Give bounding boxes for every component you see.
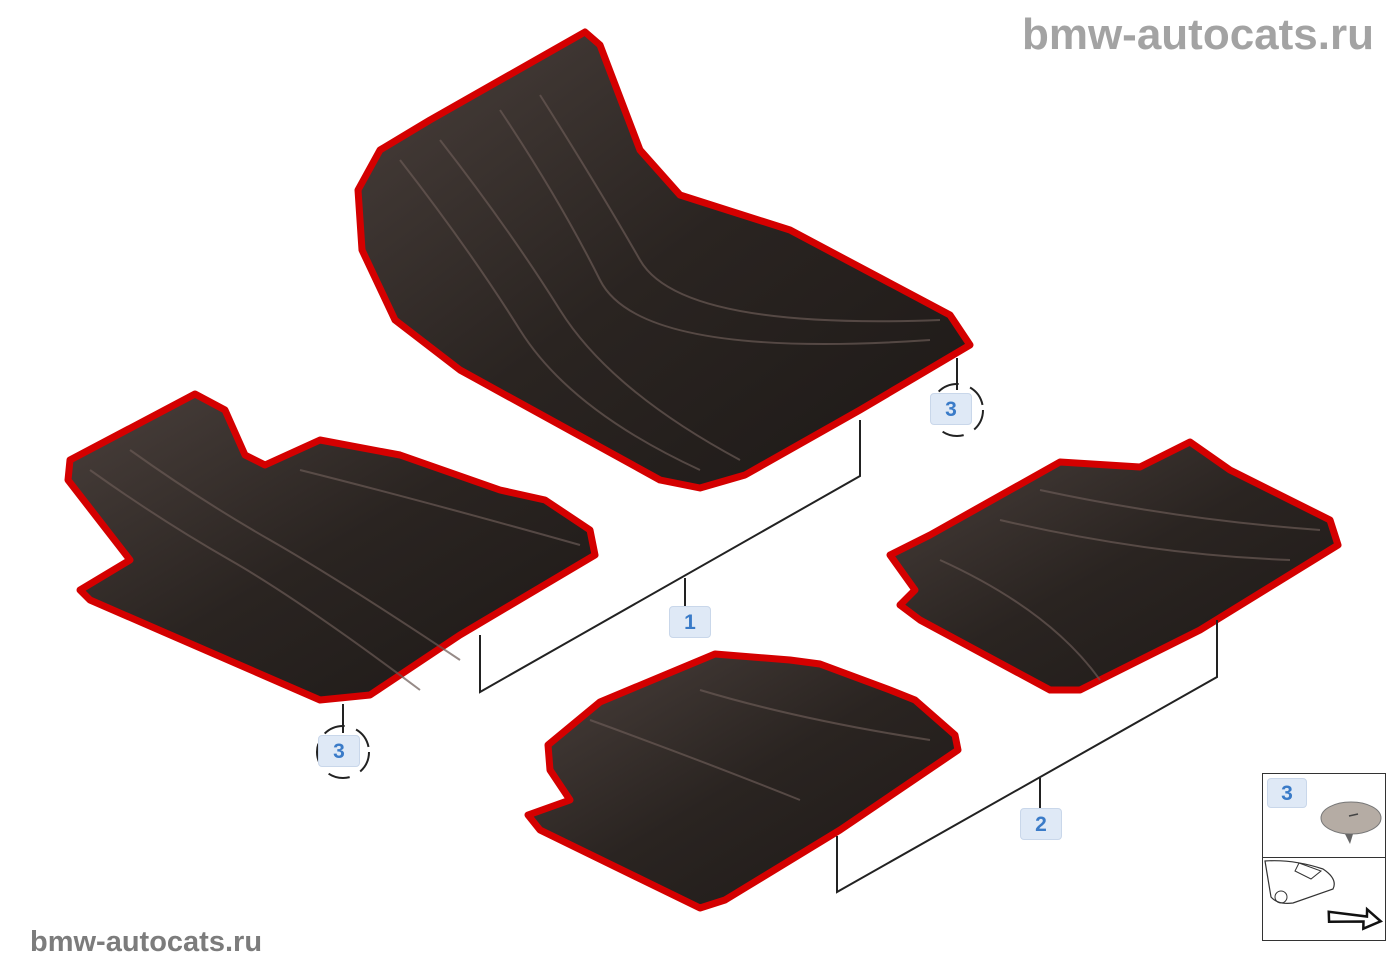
car-rear-view-panel	[1263, 857, 1385, 940]
callout-2[interactable]: 2	[1020, 808, 1062, 840]
callout-3-front-left[interactable]: 3	[930, 393, 972, 425]
fastener-icon	[1320, 801, 1382, 844]
fastener-panel: 3	[1263, 774, 1385, 858]
rear-right-mat[interactable]	[886, 438, 1342, 694]
front-right-mat[interactable]	[64, 390, 599, 704]
car-with-arrow-icon	[1264, 860, 1384, 931]
front-left-mat[interactable]	[354, 28, 974, 492]
watermark-bottom: bmw-autocats.ru	[30, 926, 263, 958]
callout-3-front-right[interactable]: 3	[318, 735, 360, 767]
inset-callout-3[interactable]: 3	[1267, 778, 1307, 808]
watermark-top: bmw-autocats.ru	[1021, 10, 1374, 59]
rear-left-mat[interactable]	[524, 650, 962, 912]
leader-lines	[342, 358, 1218, 894]
callout-1[interactable]: 1	[669, 606, 711, 638]
fastener-inset: 3	[1262, 773, 1386, 941]
